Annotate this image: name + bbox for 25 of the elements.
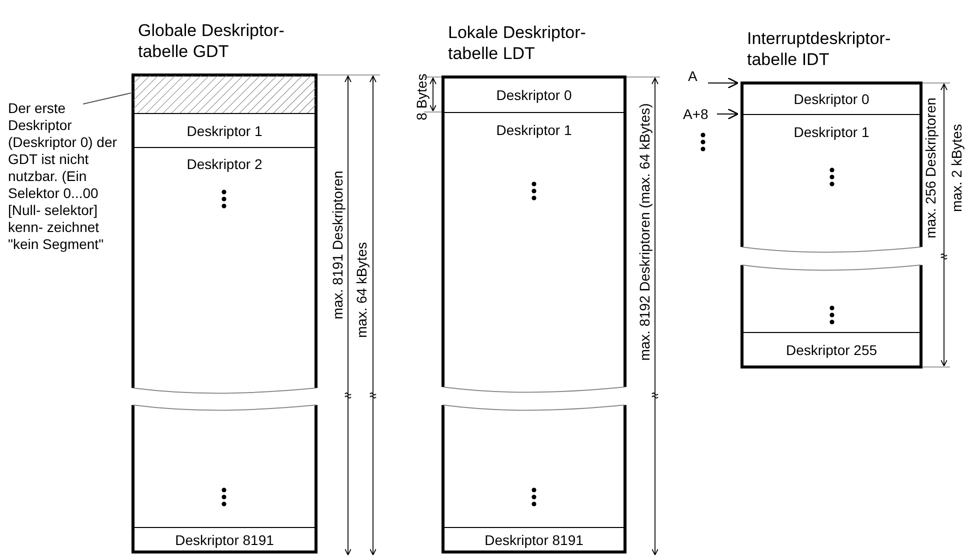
dimension-label: max. 8192 Deskriptoren (max. 64 kBytes) bbox=[638, 103, 652, 361]
descriptor-cell: Deskriptor 0 bbox=[443, 77, 625, 112]
leader-line bbox=[82, 92, 132, 104]
descriptor-cell: Deskriptor 255 bbox=[742, 332, 921, 367]
arrow bbox=[708, 77, 739, 89]
dimension-label: max. 64 kBytes bbox=[354, 242, 370, 338]
dimension-label: max. 256 Deskriptoren bbox=[924, 98, 938, 238]
dimension-label: 8 Bytes bbox=[414, 74, 430, 120]
descriptor-cell: Deskriptor 8191 bbox=[443, 527, 625, 552]
hatched-cell bbox=[133, 75, 316, 113]
annotation-text: Der erste Deskriptor (Deskriptor 0) der GDT ist nicht nutzbar. (Ein Selektor 0...00 [Null- selektor] kenn- zeichnet "kein Segment" bbox=[8, 100, 118, 253]
dimension-label: max. 8191 Deskriptoren bbox=[330, 170, 346, 320]
table-title: Globale Deskriptor- tabelle GDT bbox=[138, 20, 286, 62]
dimension-label: max. 2 kBytes bbox=[950, 124, 964, 212]
address-label: A bbox=[688, 68, 702, 84]
table-title: Interruptdeskriptor- tabelle IDT bbox=[747, 28, 892, 70]
arrow bbox=[716, 108, 739, 120]
descriptor-cell: Deskriptor 0 bbox=[742, 83, 921, 114]
descriptor-cell: Deskriptor 2 bbox=[133, 147, 316, 180]
address-label: A+8 bbox=[683, 106, 711, 122]
table-title: Lokale Deskriptor- tabelle LDT bbox=[448, 22, 587, 64]
descriptor-cell: Deskriptor 8191 bbox=[133, 527, 316, 552]
descriptor-cell: Deskriptor 1 bbox=[133, 113, 316, 147]
descriptor-cell: Deskriptor 1 bbox=[742, 114, 921, 149]
descriptor-cell: Deskriptor 1 bbox=[443, 112, 625, 147]
